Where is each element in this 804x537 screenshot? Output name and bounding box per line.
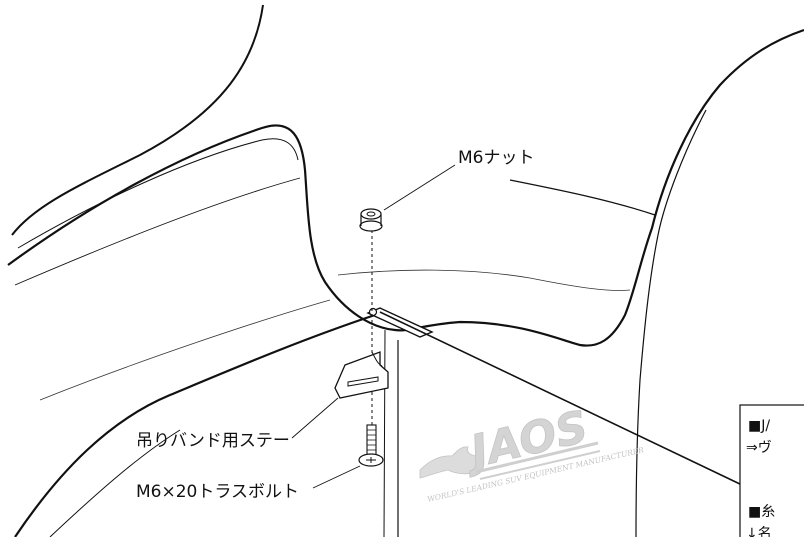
nut-leader xyxy=(383,164,456,211)
flap-edge-left xyxy=(383,329,386,537)
body-line-inner-1 xyxy=(17,138,299,249)
note-line-2: ⇒ヴ xyxy=(746,439,772,456)
label-band-stay: 吊りバンド用ステー xyxy=(136,431,290,451)
bolt-leader xyxy=(312,465,361,489)
label-truss-bolt: M6×20トラスボルト xyxy=(136,482,299,502)
note-leader xyxy=(379,311,743,486)
body-line-inner-2 xyxy=(14,177,301,286)
note-line-3: ■糸 xyxy=(748,504,775,520)
mount-hole xyxy=(368,307,378,317)
label-m6-nut: M6ナット xyxy=(458,148,534,168)
mudflap-outline xyxy=(7,28,804,347)
jaos-logo: JAOS WORLD'S LEADING SUV EQUIPMENT MANUF… xyxy=(419,401,645,504)
fender-arc-upper xyxy=(11,4,264,236)
lower-fender-inner xyxy=(49,429,181,537)
truss-bolt xyxy=(358,424,384,467)
band-stay-bracket xyxy=(334,351,389,399)
stay-leader xyxy=(291,397,339,439)
m6-nut xyxy=(359,208,383,232)
note-box xyxy=(739,404,804,537)
fender-curve-right xyxy=(635,109,707,537)
fender-edge-right xyxy=(509,179,656,216)
lower-fender-outline xyxy=(14,313,376,537)
kangaroo-icon xyxy=(419,446,482,479)
note-line-1: ■J/ xyxy=(748,418,770,434)
contour-line-1 xyxy=(337,269,631,291)
contour-line-2 xyxy=(39,299,331,401)
note-line-4: ↓名 xyxy=(746,526,772,537)
